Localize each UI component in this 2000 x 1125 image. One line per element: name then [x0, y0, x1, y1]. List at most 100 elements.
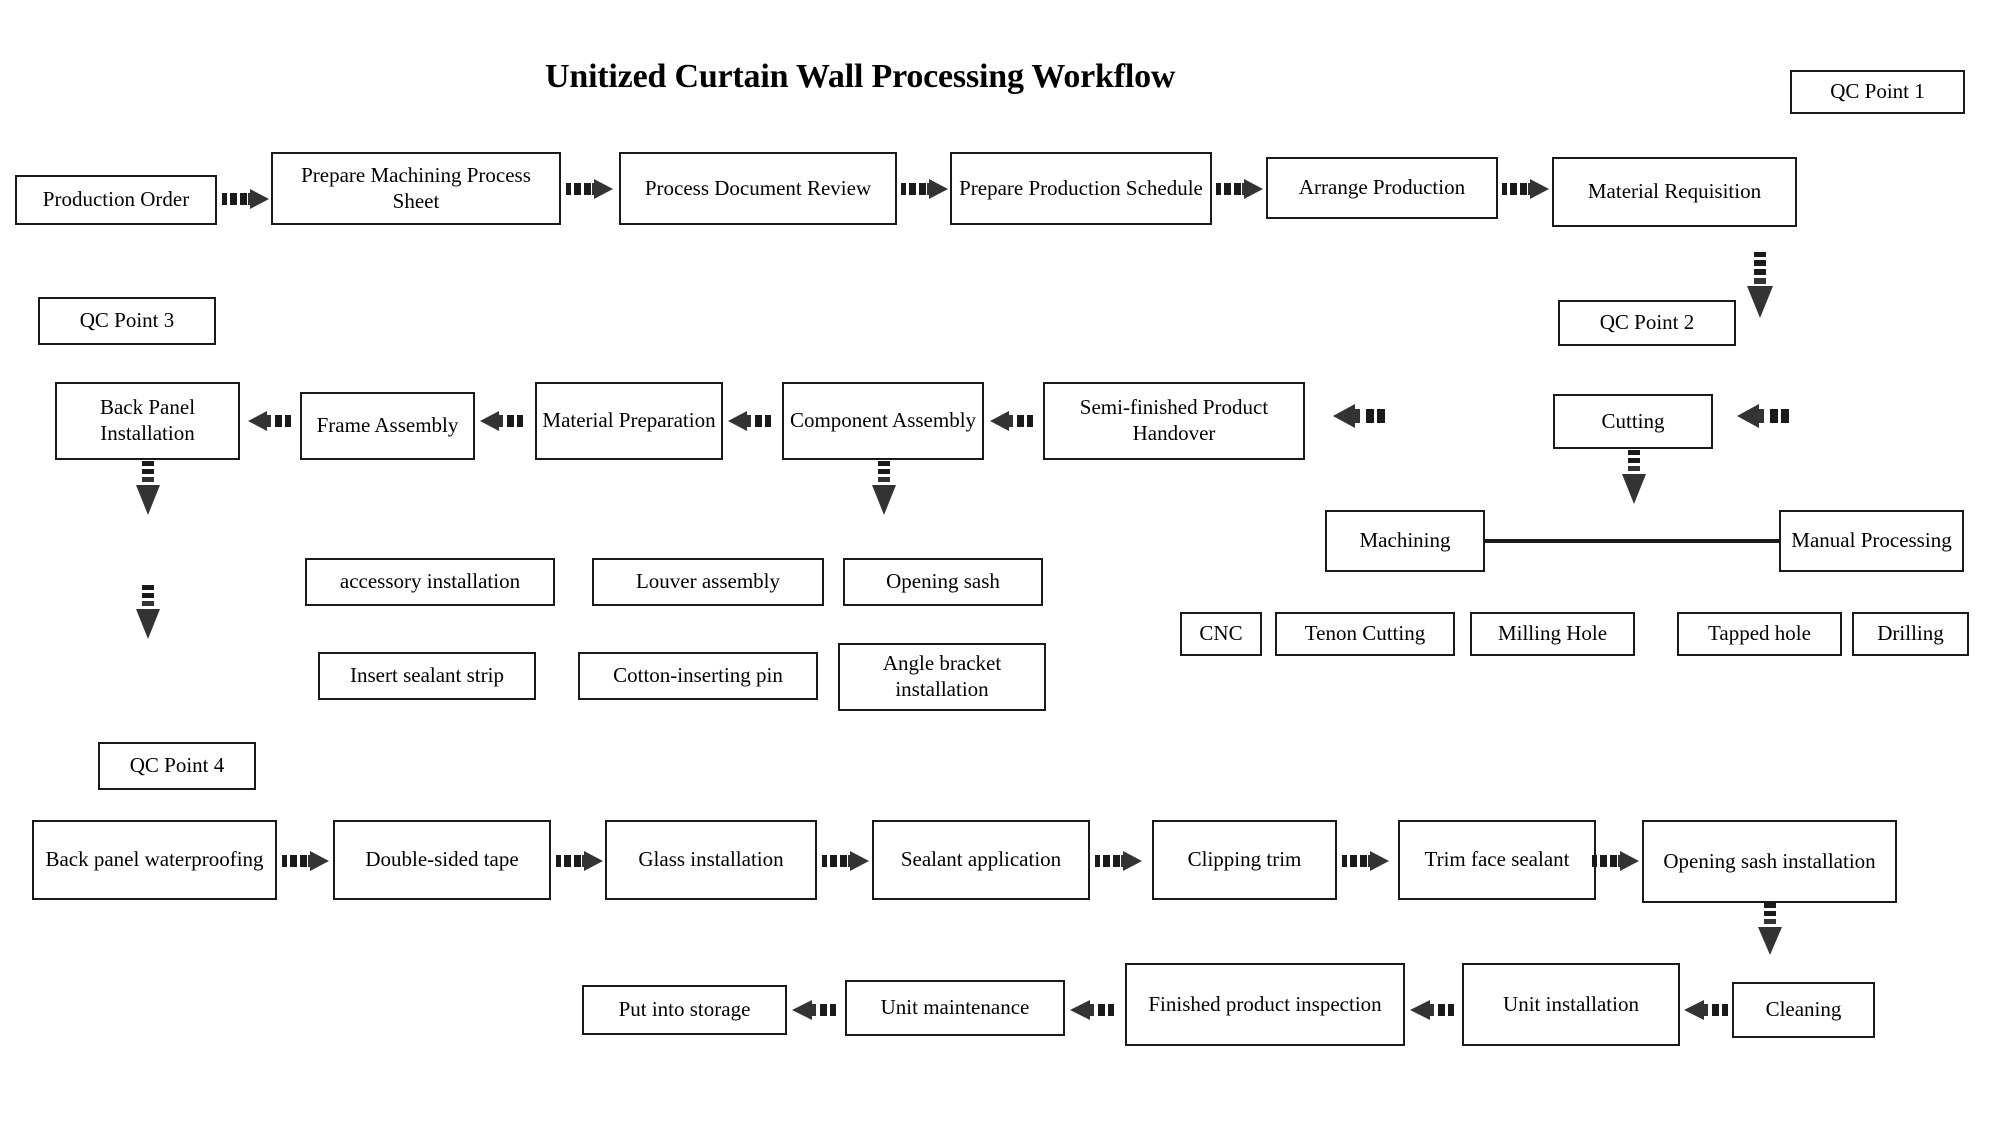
node-label: Prepare Machining Process Sheet — [301, 162, 531, 213]
arrow-down-icon — [1620, 450, 1648, 512]
arrow-right-icon — [222, 185, 270, 213]
arrow-left-icon — [1735, 402, 1791, 430]
arrow-right-icon — [822, 847, 870, 875]
node-cotton-inserting-pin: Cotton-inserting pin — [578, 652, 818, 700]
arrow-down-icon — [1745, 252, 1775, 328]
node-tenon-cutting: Tenon Cutting — [1275, 612, 1455, 656]
node-label: Unit installation — [1503, 991, 1639, 1016]
machining-manual-connector — [1485, 539, 1779, 543]
node-label: accessory installation — [339, 569, 521, 594]
node-label: Tapped hole — [1708, 621, 1811, 646]
arrow-right-icon — [1095, 847, 1143, 875]
arrow-down-icon — [134, 461, 162, 523]
node-label: Manual Processing — [1791, 528, 1952, 553]
node-semi-finished-product-handover: Semi-finished Product Handover — [1043, 382, 1305, 460]
node-label: Production Order — [42, 187, 190, 212]
node-label: Double-sided tape — [365, 847, 519, 872]
node-label: Prepare Production Schedule — [959, 175, 1203, 200]
node-louver-assembly: Louver assembly — [592, 558, 824, 606]
arrow-left-icon — [1408, 997, 1460, 1023]
node-label: Opening sash — [886, 569, 1000, 594]
arrow-left-icon — [478, 407, 534, 435]
node-accessory-installation: accessory installation — [305, 558, 555, 606]
node-label: Semi-finished Product Handover — [1079, 395, 1269, 445]
arrow-right-icon — [1216, 175, 1264, 203]
node-prepare-production-schedule: Prepare Production Schedule — [950, 152, 1212, 225]
node-put-into-storage: Put into storage — [582, 985, 787, 1035]
node-material-requisition: Material Requisition — [1552, 157, 1797, 227]
node-label: Insert sealant strip — [350, 663, 504, 688]
node-sealant-application: Sealant application — [872, 820, 1090, 900]
node-label: Sealant application — [900, 847, 1062, 872]
node-label: Cleaning — [1765, 997, 1842, 1022]
node-prepare-machining-process-sheet: Prepare Machining Process Sheet — [271, 152, 561, 225]
node-back-panel-installation: Back Panel Installation — [55, 382, 240, 460]
node-label: Component Assembly — [789, 408, 977, 433]
node-label: Put into storage — [618, 997, 751, 1022]
node-drilling: Drilling — [1852, 612, 1969, 656]
node-back-panel-waterproofing: Back panel waterproofing — [32, 820, 277, 900]
node-manual-processing: Manual Processing — [1779, 510, 1964, 572]
node-label: Back Panel Installation — [99, 395, 196, 445]
node-cutting: Cutting — [1553, 394, 1713, 449]
node-label: Clipping trim — [1187, 847, 1302, 872]
node-unit-installation: Unit installation — [1462, 963, 1680, 1046]
node-cleaning: Cleaning — [1732, 982, 1875, 1038]
node-angle-bracket-installation: Angle bracket installation — [838, 643, 1046, 711]
node-label: Back panel waterproofing — [45, 847, 264, 872]
node-arrange-production: Arrange Production — [1266, 157, 1498, 219]
arrow-right-icon — [1342, 847, 1390, 875]
arrow-right-icon — [566, 175, 614, 203]
node-material-preparation: Material Preparation — [535, 382, 723, 460]
node-double-sided-tape: Double-sided tape — [333, 820, 551, 900]
arrow-right-icon — [1592, 847, 1640, 875]
arrow-right-icon — [901, 175, 949, 203]
node-label: Material Preparation — [542, 408, 716, 433]
node-clipping-trim: Clipping trim — [1152, 820, 1337, 900]
arrow-down-icon — [1756, 903, 1784, 963]
arrow-right-icon — [1502, 175, 1550, 203]
node-component-assembly: Component Assembly — [782, 382, 984, 460]
node-label: Process Document Review — [644, 175, 872, 200]
node-label: Finished product inspection — [1148, 991, 1382, 1016]
node-production-order: Production Order — [15, 175, 217, 225]
node-opening-sash: Opening sash — [843, 558, 1043, 606]
node-label: CNC — [1199, 621, 1243, 646]
node-process-document-review: Process Document Review — [619, 152, 897, 225]
node-label: Glass installation — [638, 847, 784, 872]
node-label: Cutting — [1601, 408, 1665, 433]
qc-point-3-label: QC Point 3 — [79, 308, 175, 333]
qc-point-1-box: QC Point 1 — [1790, 70, 1965, 114]
node-finished-product-inspection: Finished product inspection — [1125, 963, 1405, 1046]
node-label: Material Requisition — [1587, 179, 1762, 204]
arrow-left-icon — [1068, 997, 1120, 1023]
node-label: Arrange Production — [1298, 175, 1466, 200]
node-machining: Machining — [1325, 510, 1485, 572]
node-cnc: CNC — [1180, 612, 1262, 656]
qc-point-4-box: QC Point 4 — [98, 742, 256, 790]
node-opening-sash-installation: Opening sash installation — [1642, 820, 1897, 903]
node-frame-assembly: Frame Assembly — [300, 392, 475, 460]
arrow-left-icon — [790, 997, 842, 1023]
arrow-left-icon — [1682, 997, 1734, 1023]
qc-point-2-label: QC Point 2 — [1599, 310, 1695, 335]
node-label: Tenon Cutting — [1304, 621, 1426, 646]
node-milling-hole: Milling Hole — [1470, 612, 1635, 656]
node-label: Machining — [1359, 528, 1451, 553]
arrow-down-icon — [870, 461, 898, 523]
qc-point-3-box: QC Point 3 — [38, 297, 216, 345]
node-label: Unit maintenance — [880, 995, 1030, 1020]
node-trim-face-sealant: Trim face sealant — [1398, 820, 1596, 900]
arrow-right-icon — [556, 847, 604, 875]
arrow-down-icon — [134, 585, 162, 647]
node-tapped-hole: Tapped hole — [1677, 612, 1842, 656]
node-label: Frame Assembly — [316, 413, 459, 438]
node-insert-sealant-strip: Insert sealant strip — [318, 652, 536, 700]
node-glass-installation: Glass installation — [605, 820, 817, 900]
arrow-left-icon — [726, 407, 782, 435]
node-label: Milling Hole — [1497, 621, 1608, 646]
qc-point-4-label: QC Point 4 — [129, 753, 225, 778]
node-label: Angle bracket installation — [882, 651, 1002, 701]
arrow-left-icon — [246, 407, 296, 435]
